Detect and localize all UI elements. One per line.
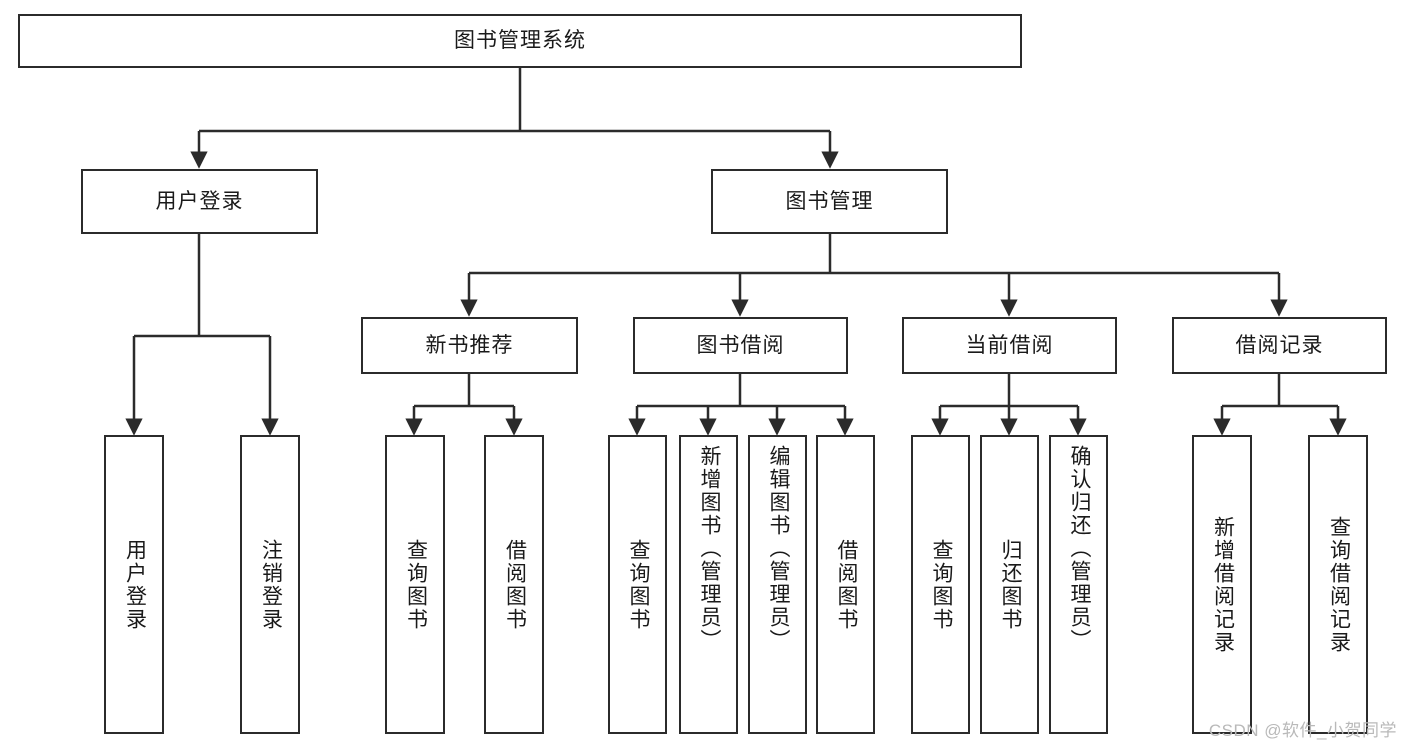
- leaf-edit-book-admin[interactable]: 编辑图书（管理员）: [748, 435, 807, 734]
- node-label: 用户登录: [123, 538, 147, 631]
- node-current-borrow[interactable]: 当前借阅: [902, 317, 1117, 374]
- node-label: 图书管理: [785, 189, 874, 213]
- node-label: 借阅图书: [834, 538, 858, 631]
- node-book-management[interactable]: 图书管理: [711, 169, 948, 234]
- node-label: 查询借阅记录: [1327, 515, 1351, 654]
- node-label: 查询图书: [929, 538, 953, 631]
- node-label: 确认归还（管理员）: [1067, 445, 1091, 652]
- node-label: 图书管理系统: [454, 29, 586, 53]
- leaf-query-book-borrow[interactable]: 查询图书: [608, 435, 667, 734]
- leaf-query-book-recommend[interactable]: 查询图书: [385, 435, 445, 734]
- leaf-add-book-admin[interactable]: 新增图书（管理员）: [679, 435, 738, 734]
- node-label: 新书推荐: [425, 333, 514, 357]
- node-label: 借阅记录: [1235, 333, 1324, 357]
- leaf-query-book-current[interactable]: 查询图书: [911, 435, 970, 734]
- leaf-query-borrow-record[interactable]: 查询借阅记录: [1308, 435, 1368, 734]
- node-label: 图书借阅: [696, 333, 785, 357]
- leaf-add-borrow-record[interactable]: 新增借阅记录: [1192, 435, 1252, 734]
- node-label: 查询图书: [404, 538, 428, 631]
- node-label: 新增借阅记录: [1211, 515, 1235, 654]
- node-new-book-recommend[interactable]: 新书推荐: [361, 317, 578, 374]
- node-label: 新增图书（管理员）: [697, 445, 721, 652]
- node-label: 注销登录: [259, 538, 283, 631]
- node-user-login[interactable]: 用户登录: [81, 169, 318, 234]
- leaf-borrow-book[interactable]: 借阅图书: [816, 435, 875, 734]
- node-label: 用户登录: [155, 189, 244, 213]
- node-label: 归还图书: [998, 538, 1022, 631]
- node-label: 编辑图书（管理员）: [766, 445, 790, 652]
- node-borrow-record[interactable]: 借阅记录: [1172, 317, 1387, 374]
- leaf-return-book[interactable]: 归还图书: [980, 435, 1039, 734]
- leaf-user-login[interactable]: 用户登录: [104, 435, 164, 734]
- watermark: CSDN @软件_小贺同学: [1208, 721, 1397, 740]
- leaf-logout[interactable]: 注销登录: [240, 435, 300, 734]
- node-book-borrow[interactable]: 图书借阅: [633, 317, 848, 374]
- node-label: 借阅图书: [503, 538, 527, 631]
- leaf-confirm-return-admin[interactable]: 确认归还（管理员）: [1049, 435, 1108, 734]
- node-root-system[interactable]: 图书管理系统: [18, 14, 1022, 68]
- leaf-borrow-book-recommend[interactable]: 借阅图书: [484, 435, 544, 734]
- node-label: 当前借阅: [965, 333, 1054, 357]
- node-label: 查询图书: [626, 538, 650, 631]
